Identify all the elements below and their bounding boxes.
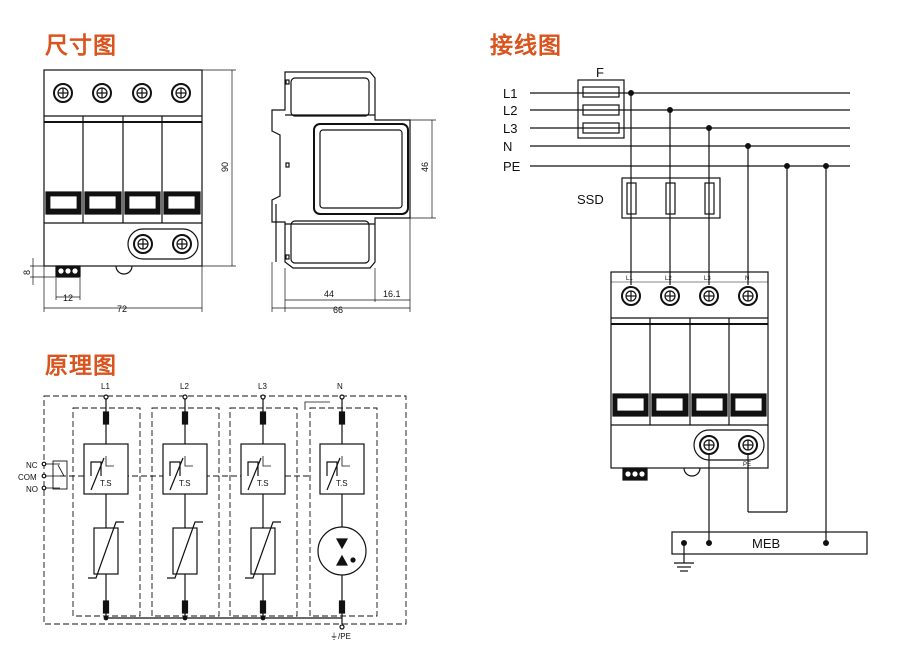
screw-icon xyxy=(699,435,719,455)
thermal-switch-label: T.S xyxy=(257,479,269,488)
junction-dot xyxy=(182,615,188,621)
schematic-phase-columns: L1T.S L2T.S L3T.S N T.S xyxy=(83,382,367,621)
terminal-node xyxy=(103,394,109,400)
terminal-label-l3: L3 xyxy=(704,276,711,282)
bus-label-l3: L3 xyxy=(503,121,517,136)
side-view xyxy=(271,71,436,312)
fuse-block xyxy=(181,600,189,614)
dim-terminal-width: 12 xyxy=(63,293,73,303)
terminal-label-l1: L1 xyxy=(626,276,633,282)
dim-height: 90 xyxy=(220,162,230,172)
junction-dot xyxy=(260,615,266,621)
wiring-diagram xyxy=(530,79,868,572)
fuse-block xyxy=(338,600,346,614)
contact-label-nc: NC xyxy=(26,461,38,470)
front-view xyxy=(30,69,236,312)
screw-icon xyxy=(738,286,758,306)
fuse-block xyxy=(259,600,267,614)
fuse-block xyxy=(338,411,346,425)
fuse-block xyxy=(102,411,110,425)
screw-icon xyxy=(53,83,73,103)
phase-label: L1 xyxy=(101,382,110,391)
bus-label-l1: L1 xyxy=(503,86,517,101)
phase-label: L2 xyxy=(180,382,189,391)
fuse-label: F xyxy=(596,65,604,80)
screw-icon xyxy=(133,234,153,254)
dim-width: 72 xyxy=(117,304,127,314)
contact-label-com: COM xyxy=(18,473,37,482)
ground-pe-label: ⏚/PE xyxy=(330,632,351,641)
screw-icon xyxy=(92,83,112,103)
dim-small-height: 8 xyxy=(22,270,32,275)
thermal-switch-label: T.S xyxy=(100,479,112,488)
phase-label: L3 xyxy=(258,382,267,391)
gas-discharge-tube-symbol xyxy=(317,526,367,576)
screw-icon xyxy=(621,286,641,306)
terminal-node xyxy=(182,394,188,400)
screw-icon xyxy=(132,83,152,103)
junction-dot xyxy=(103,615,109,621)
screw-icon xyxy=(171,83,191,103)
dim-side-b: 16.1 xyxy=(383,289,401,299)
meb-label: MEB xyxy=(752,536,780,551)
terminal-node xyxy=(260,394,266,400)
screw-icon xyxy=(660,286,680,306)
terminal-label-l2: L2 xyxy=(665,276,672,282)
ssd-label: SSD xyxy=(577,192,604,207)
terminal-label-n: N xyxy=(745,276,749,282)
bus-label-n: N xyxy=(503,139,512,154)
fuse-block xyxy=(181,411,189,425)
screw-icon xyxy=(738,435,758,455)
dim-depth: 46 xyxy=(420,162,430,172)
fuse-block xyxy=(259,411,267,425)
wiring-title: 接线图 xyxy=(490,33,562,59)
screw-icon xyxy=(172,234,192,254)
dim-side-a: 44 xyxy=(324,289,334,299)
dim-side-total: 66 xyxy=(333,305,343,315)
thermal-switch-label: T.S xyxy=(179,479,191,488)
contact-label-no: NO xyxy=(26,485,38,494)
terminal-label-pe: PE xyxy=(743,462,751,468)
bus-label-pe: PE xyxy=(503,159,521,174)
thermal-switch-label: T.S xyxy=(336,479,348,488)
dimensions-title: 尺寸图 xyxy=(45,33,117,59)
terminal-node xyxy=(339,394,345,400)
phase-label: N xyxy=(337,382,343,391)
screw-icon xyxy=(699,286,719,306)
bus-label-l2: L2 xyxy=(503,103,517,118)
schematic-diagram xyxy=(41,395,407,630)
fuse-block xyxy=(102,600,110,614)
schematic-title: 原理图 xyxy=(45,353,117,379)
